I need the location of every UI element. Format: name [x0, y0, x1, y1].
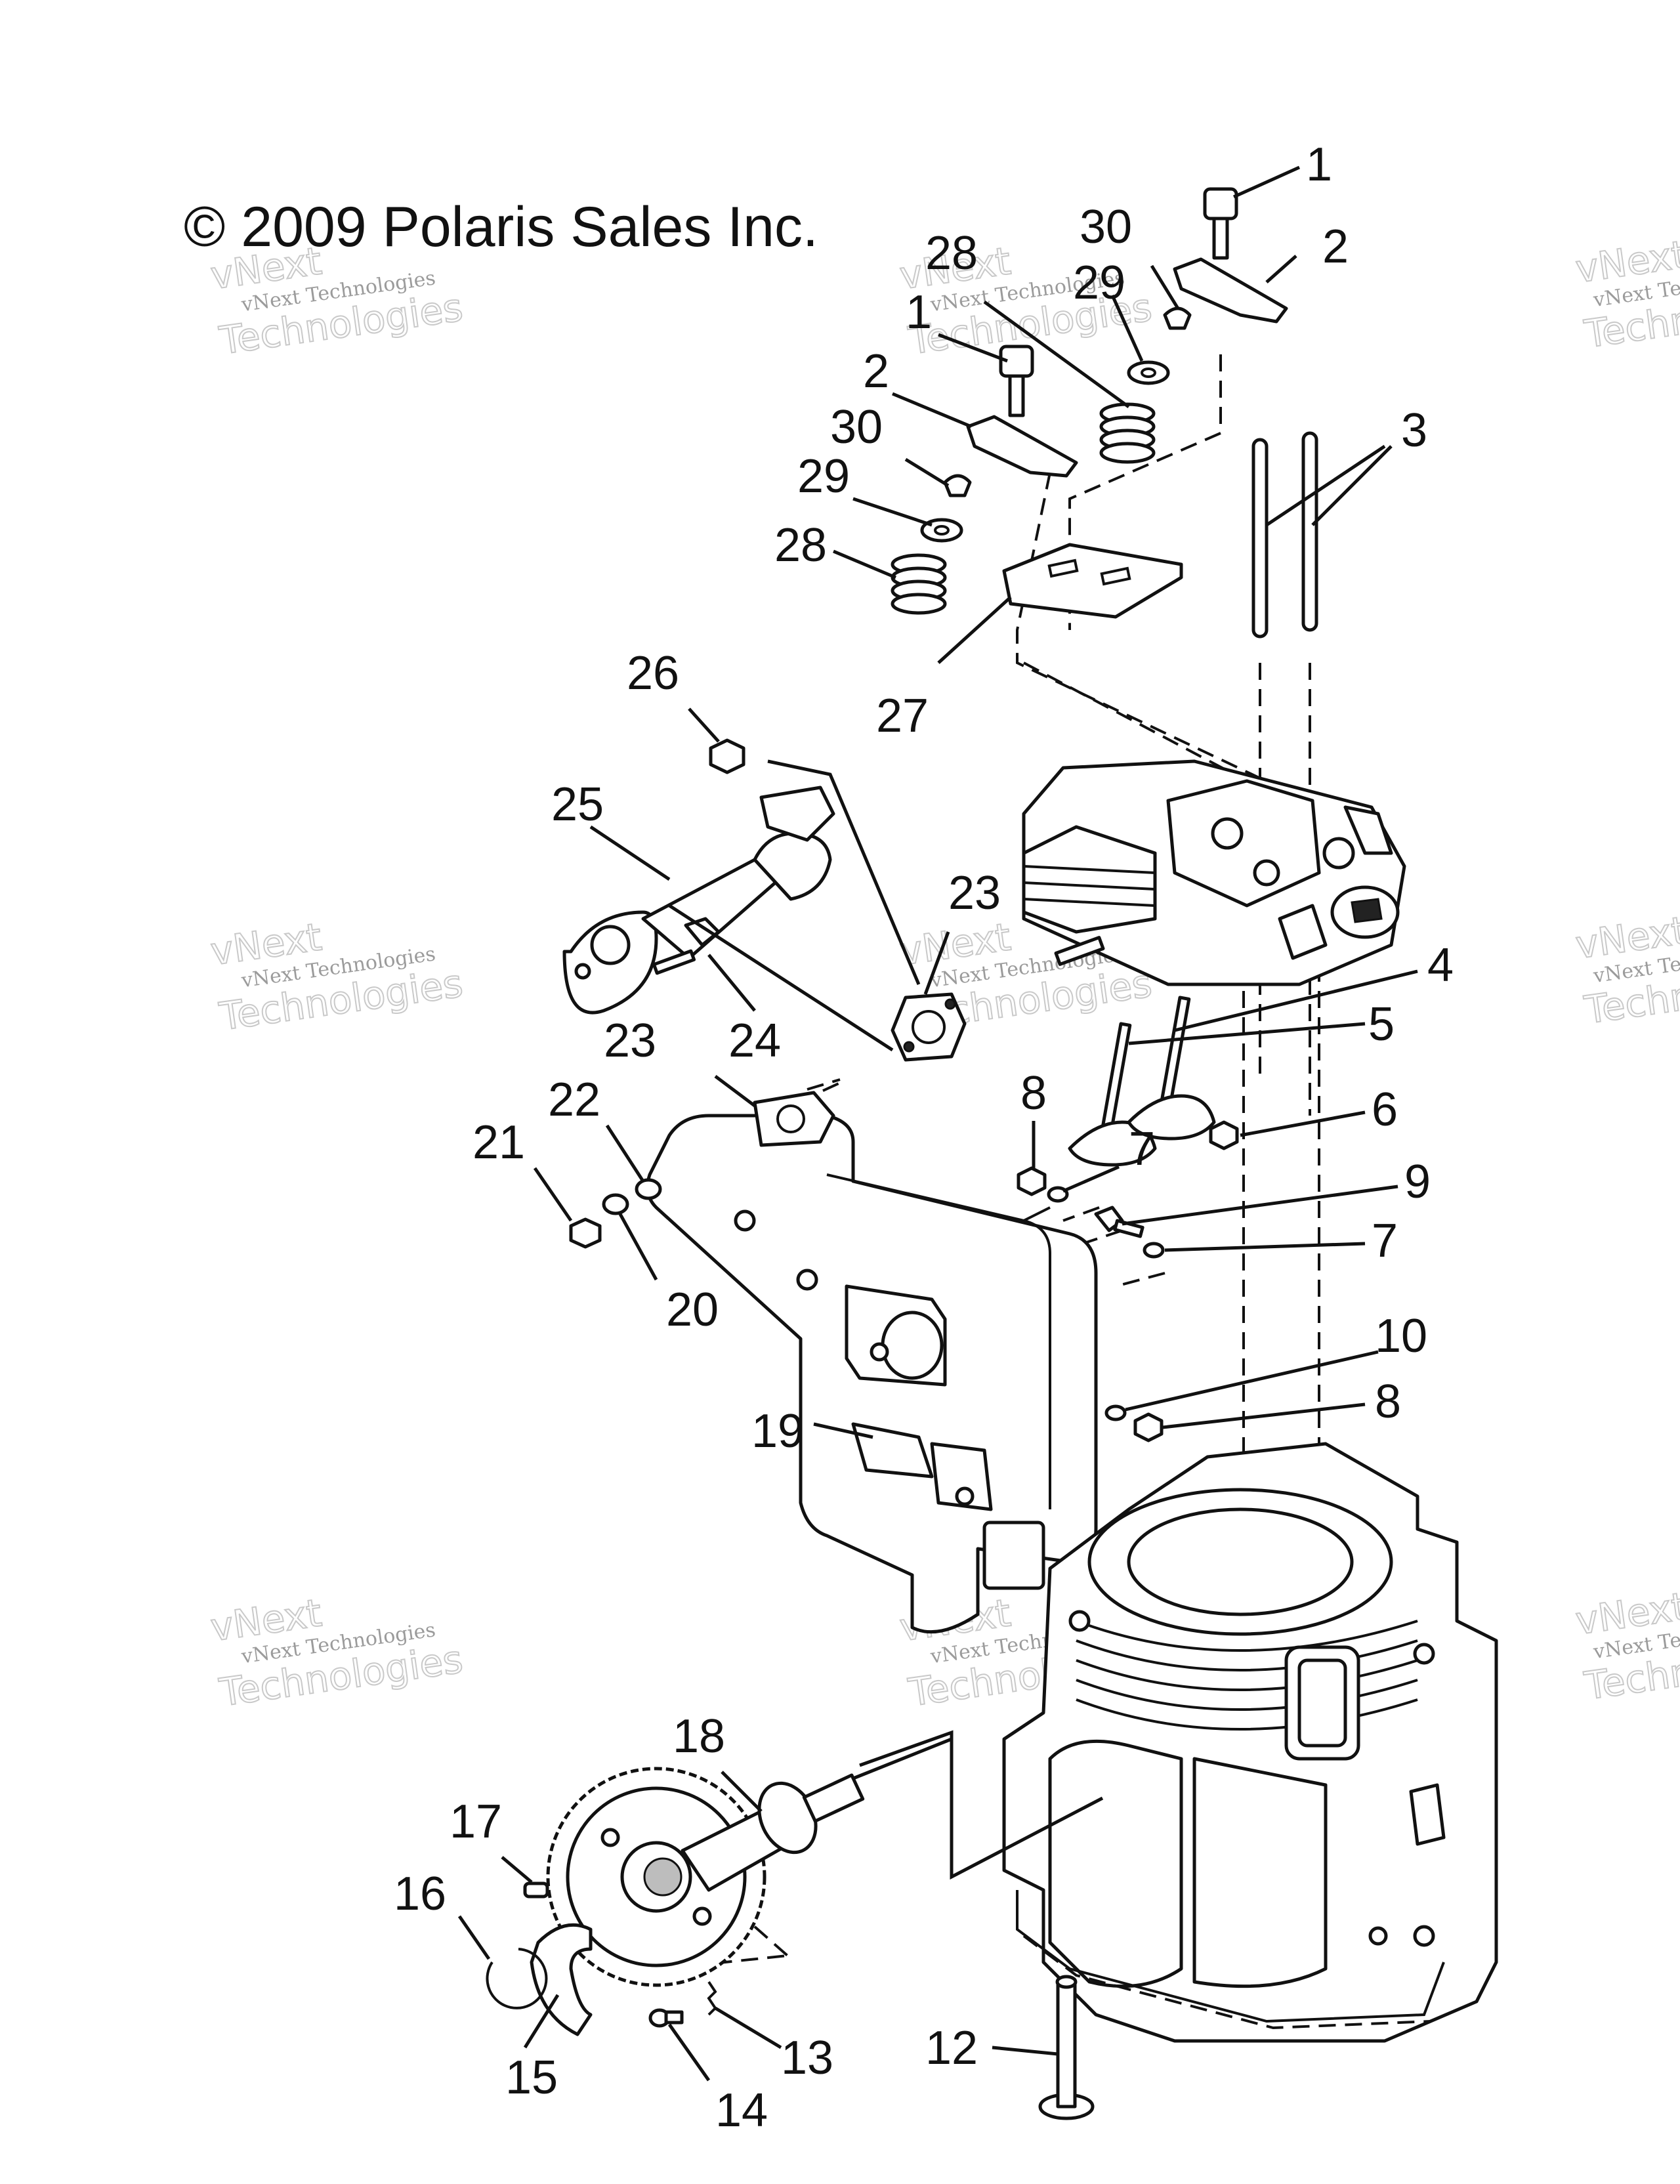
- callout-10: 10: [1375, 1310, 1427, 1362]
- callout-13: 13: [781, 2032, 833, 2084]
- callout-2: 2: [1322, 220, 1349, 273]
- stud: [1054, 936, 1105, 966]
- callout-29: 29: [1073, 257, 1125, 309]
- bolt-shank: [1212, 217, 1229, 260]
- washer: [1047, 1186, 1069, 1203]
- nut: [1017, 1166, 1047, 1196]
- intake-valve: [1068, 1022, 1157, 1167]
- pin: [648, 2008, 684, 2028]
- lock-washer: [1104, 1404, 1127, 1421]
- exhaust-pipe: [562, 786, 835, 1015]
- callout-28: 28: [925, 227, 978, 280]
- callout-26: 26: [627, 647, 679, 700]
- watermark: vNext vNext Technologies Technologies: [1572, 231, 1680, 357]
- callout-2: 2: [863, 345, 889, 398]
- callout-14: 14: [715, 2084, 768, 2137]
- callout-5: 5: [1368, 998, 1395, 1051]
- callout-16: 16: [394, 1868, 446, 1920]
- callout-19: 19: [751, 1405, 804, 1458]
- callout-1: 1: [906, 286, 932, 339]
- circlip: [486, 1948, 548, 2009]
- callout-6: 6: [1372, 1083, 1398, 1136]
- callout-9: 9: [1404, 1156, 1431, 1208]
- leader-lines: [457, 165, 1418, 2082]
- callout-8: 8: [1375, 1376, 1401, 1428]
- bolt: [652, 917, 721, 975]
- valve-lifter: [1038, 1975, 1095, 2120]
- callout-25: 25: [551, 778, 604, 831]
- callout-21: 21: [472, 1116, 525, 1169]
- watermark: vNext vNext Technologies Technologies: [1572, 907, 1680, 1033]
- valve-keeper: [943, 474, 972, 497]
- rocker-arm: [966, 415, 1078, 478]
- pushrod: [1301, 431, 1318, 632]
- callout-20: 20: [666, 1284, 719, 1336]
- callout-4: 4: [1427, 939, 1454, 992]
- rocker-assembly-right: [1099, 187, 1288, 464]
- nut: [709, 738, 746, 774]
- callouts: 1 1 2 2 3 4 5 6 7 7 8 8 9 10 12 13 14 15…: [394, 138, 1454, 2137]
- callout-29: 29: [797, 450, 850, 503]
- nut: [1209, 1120, 1239, 1150]
- copyright-notice: © 2009 Polaris Sales Inc.: [184, 196, 818, 259]
- dowel-pin: [523, 1881, 549, 1899]
- callout-28: 28: [774, 519, 827, 572]
- callout-23: 23: [948, 867, 1001, 919]
- callout-12: 12: [925, 2022, 978, 2074]
- callout-24: 24: [728, 1015, 781, 1067]
- callout-30: 30: [830, 401, 883, 453]
- spring: [707, 1981, 717, 2016]
- pushrod-guide-plate: [1002, 543, 1183, 619]
- callout-7: 7: [1129, 1123, 1155, 1175]
- washer: [602, 1193, 629, 1215]
- valve-spring: [891, 553, 947, 615]
- bolt-shank: [1008, 374, 1025, 417]
- callout-3: 3: [1401, 404, 1427, 457]
- muffler: [646, 1091, 1098, 1634]
- washer: [1143, 1242, 1165, 1259]
- rocker-arm: [1173, 257, 1288, 324]
- callout-1: 1: [1306, 138, 1332, 191]
- pushrod: [1251, 438, 1269, 639]
- pushrods: [1251, 431, 1318, 639]
- washer: [635, 1178, 662, 1200]
- cylinder-head: [1022, 759, 1406, 986]
- nut: [1133, 1412, 1164, 1442]
- callout-7: 7: [1372, 1215, 1398, 1267]
- exhaust-gasket: [891, 992, 967, 1062]
- callout-22: 22: [548, 1074, 600, 1126]
- callout-17: 17: [450, 1796, 502, 1848]
- callout-8: 8: [1020, 1067, 1047, 1120]
- watermark: vNext vNext Technologies Technologies: [207, 914, 466, 1040]
- camshaft-gear: [546, 1767, 766, 1987]
- callout-30: 30: [1080, 201, 1132, 253]
- spring-retainer: [1127, 360, 1170, 385]
- watermark: vNext vNext Technologies Technologies: [207, 1589, 466, 1715]
- crankcase: [1002, 1442, 1498, 2043]
- valve-spring: [1099, 402, 1156, 464]
- watermark: vNext vNext Technologies Technologies: [1572, 1583, 1680, 1709]
- callout-15: 15: [505, 2051, 558, 2104]
- exhaust-gasket: [753, 1091, 835, 1147]
- rocker-assembly-left: [891, 345, 1078, 615]
- watermark: vNext vNext Technologies Technologies: [896, 238, 1155, 364]
- bolt: [1203, 187, 1238, 220]
- camshaft: [681, 1737, 952, 1892]
- nut: [569, 1217, 602, 1249]
- callout-23: 23: [604, 1015, 656, 1067]
- callout-18: 18: [673, 1710, 725, 1763]
- valve-keeper: [1163, 306, 1192, 330]
- decompression-lever: [530, 1923, 593, 2036]
- exhaust-valve: [1127, 996, 1216, 1141]
- callout-27: 27: [876, 690, 929, 742]
